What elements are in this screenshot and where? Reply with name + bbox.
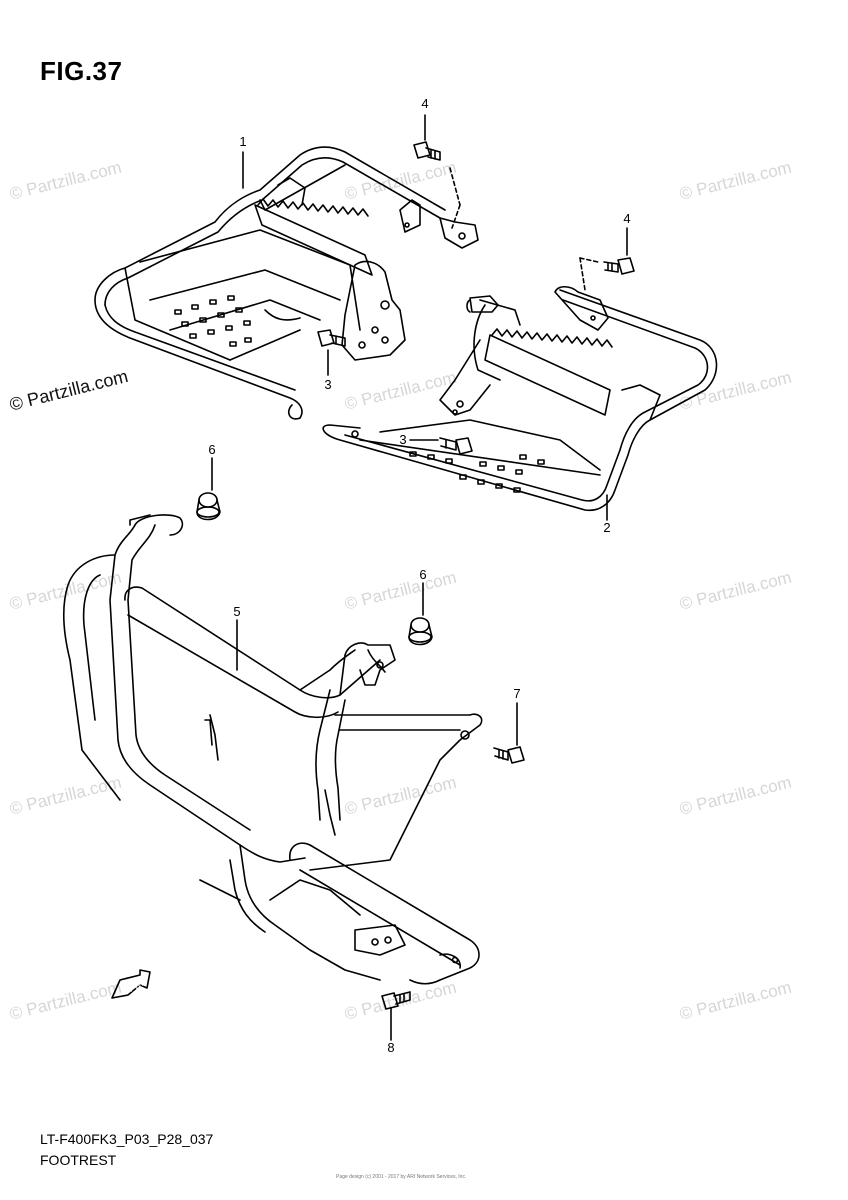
callout-6: 6	[419, 567, 427, 582]
bolt-3-right	[439, 437, 473, 455]
bolt-4-right	[579, 257, 635, 291]
leader-lines	[211, 114, 628, 1041]
callout-3: 3	[324, 377, 332, 392]
grommet-6-right	[408, 617, 433, 646]
right-footrest-frame	[322, 285, 718, 512]
section-name: FOOTREST	[40, 1152, 117, 1168]
callout-4: 4	[623, 211, 631, 226]
model-code: LT-F400FK3_P03_P28_037	[40, 1131, 214, 1147]
bolt-7	[493, 746, 525, 764]
callout-6: 6	[208, 442, 216, 457]
callout-4: 4	[421, 96, 429, 111]
figure-title: FIG.37	[40, 56, 123, 86]
bolt-8	[381, 991, 411, 1010]
copyright-line: Page design (c) 2001 - 2017 by ARI Netwo…	[336, 1174, 467, 1180]
front-guard	[63, 514, 483, 985]
forward-direction-arrow: FWD	[111, 969, 151, 999]
callout-7: 7	[513, 686, 521, 701]
callout-8: 8	[387, 1040, 395, 1055]
callout-3: 3	[399, 432, 407, 447]
left-footrest-frame	[94, 146, 479, 420]
callout-5: 5	[233, 604, 241, 619]
bolt-4-upper	[413, 141, 461, 229]
callout-1: 1	[239, 134, 247, 149]
grommet-6-left	[196, 492, 221, 521]
bolt-3-left	[317, 329, 346, 347]
callout-2: 2	[603, 520, 611, 535]
fwd-label: FWD	[128, 977, 149, 994]
